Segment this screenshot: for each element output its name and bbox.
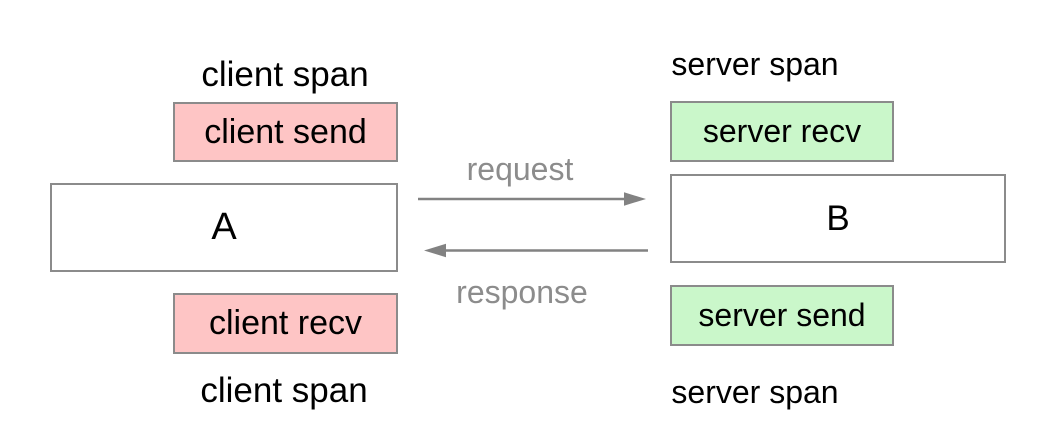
client-span-label-bottom: client span: [200, 371, 368, 410]
request-arrowhead-icon: [624, 192, 646, 206]
node-b-label: B: [826, 198, 850, 238]
server-send-box: server send: [670, 285, 894, 346]
node-a-label: A: [211, 206, 237, 248]
server-span-label-bottom: server span: [671, 374, 839, 410]
client-send-box: client send: [173, 102, 398, 162]
server-recv-box: server recv: [670, 101, 894, 162]
response-arrowhead-icon: [424, 243, 446, 258]
request-label: request: [466, 151, 574, 187]
node-b-box: B: [670, 174, 1006, 263]
server-span-label-top: server span: [671, 46, 839, 82]
server-recv-label: server recv: [702, 113, 862, 149]
client-recv-label: client recv: [208, 304, 363, 342]
node-a-box: A: [50, 183, 398, 272]
response-label: response: [456, 274, 588, 310]
client-span-label-top: client span: [201, 55, 369, 94]
client-send-label: client send: [204, 112, 367, 151]
server-send-label: server send: [698, 297, 866, 333]
client-recv-box: client recv: [173, 293, 398, 354]
